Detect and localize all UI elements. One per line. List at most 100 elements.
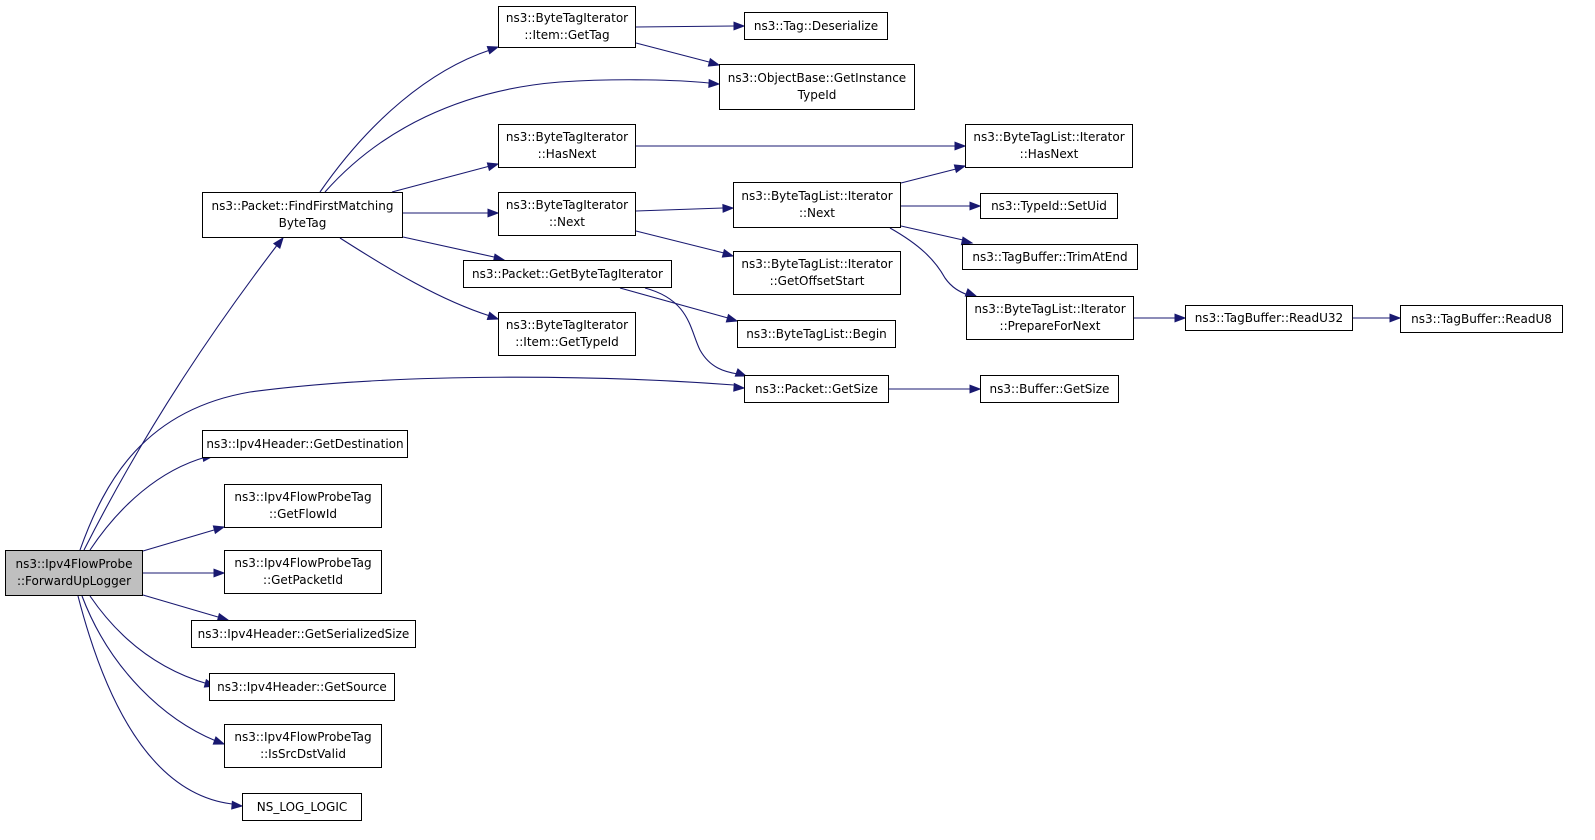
node-label-line: ns3::ByteTagIterator	[505, 198, 629, 212]
node-label-line: ns3::TagBuffer::ReadU32	[1194, 310, 1344, 325]
node-tb-readU32[interactable]: ns3::TagBuffer::ReadU32	[1185, 305, 1353, 331]
node-fpt-isSrcDst[interactable]: ns3::Ipv4FlowProbeTag::IsSrcDstValid	[224, 724, 382, 768]
edge-line	[635, 230, 725, 254]
node-label-line: ns3::Ipv4FlowProbe	[15, 557, 133, 571]
edge-tb_readU32-to-tb_readU8	[1353, 313, 1402, 323]
edge-line	[319, 49, 491, 193]
node-ns-log[interactable]: NS_LOG_LOGIC	[242, 793, 362, 821]
node-label-line: ::HasNext	[537, 147, 597, 161]
node-label-line: ::GetFlowId	[268, 507, 338, 521]
arrowhead	[212, 736, 226, 745]
node-label-line: ns3::Ipv4Header::GetDestination	[206, 436, 404, 451]
edge-line	[635, 42, 710, 63]
edge-root-to-ipv4_getSerSize	[142, 594, 230, 622]
arrowhead	[733, 21, 746, 31]
node-label-line: ::ForwardUpLogger	[16, 574, 132, 588]
arrowhead	[960, 236, 974, 246]
node-label-line: ns3::ByteTagList::Iterator	[741, 257, 893, 271]
node-btl-begin[interactable]: ns3::ByteTagList::Begin	[737, 320, 896, 348]
edge-pkt_getBTI-to-pkt_getSize	[644, 287, 748, 377]
edge-btl_next-to-btl_hasNext	[900, 164, 967, 184]
node-label-line: ::PrepareForNext	[999, 319, 1101, 333]
arrowhead	[969, 201, 982, 211]
arrowhead	[272, 236, 284, 250]
edge-bti_hasNext-to-btl_hasNext	[636, 141, 967, 151]
node-tag-deser[interactable]: ns3::Tag::Deserialize	[744, 12, 888, 40]
edge-line	[142, 594, 219, 618]
edge-btl_next-to-typeid_setUid	[901, 201, 982, 211]
node-label-line: ns3::Ipv4FlowProbeTag	[234, 490, 372, 504]
edge-line	[142, 529, 215, 552]
edge-findFirst-to-objbase	[324, 78, 721, 193]
node-label-line: ::HasNext	[1019, 147, 1079, 161]
node-label-line: ns3::Ipv4Header::GetSerializedSize	[197, 626, 410, 641]
edge-line	[644, 287, 739, 375]
node-buf-getSize[interactable]: ns3::Buffer::GetSize	[980, 375, 1119, 403]
node-label-line: ns3::TagBuffer::ReadU8	[1411, 311, 1552, 326]
node-label-line: ::Next	[798, 206, 836, 220]
edge-root-to-ns_log	[77, 595, 244, 810]
node-ipv4-getSource[interactable]: ns3::Ipv4Header::GetSource	[209, 673, 395, 701]
node-bti-getTypeId[interactable]: ns3::ByteTagIterator::Item::GetTypeId	[498, 312, 636, 356]
edge-pkt_getBTI-to-btl_begin	[619, 287, 739, 323]
node-pkt-getSize[interactable]: ns3::Packet::GetSize	[744, 375, 889, 403]
node-btl-next[interactable]: ns3::ByteTagList::Iterator::Next	[733, 182, 901, 228]
arrowhead	[969, 384, 982, 394]
arrowhead	[1174, 313, 1187, 323]
edge-root-to-pkt_getSize	[79, 376, 746, 551]
edge-bti_next-to-btl_getOffset	[635, 230, 735, 258]
node-pkt-getBTI[interactable]: ns3::Packet::GetByteTagIterator	[463, 260, 672, 288]
arrowhead	[708, 78, 721, 88]
edge-line	[79, 376, 735, 551]
edge-line	[635, 25, 735, 28]
node-bti-getTag[interactable]: ns3::ByteTagIterator::Item::GetTag	[498, 6, 636, 48]
node-label-line: ::Item::GetTypeId	[515, 335, 619, 349]
node-bti-next[interactable]: ns3::ByteTagIterator::Next	[498, 192, 636, 236]
arrowhead	[212, 525, 226, 535]
edge-findFirst-to-bti_getTag	[319, 45, 500, 193]
node-btl-hasNext[interactable]: ns3::ByteTagList::Iterator::HasNext	[965, 124, 1133, 168]
edge-root-to-findFirst	[83, 236, 284, 551]
edge-findFirst-to-bti_getTypeId	[339, 237, 500, 321]
node-bti-hasNext[interactable]: ns3::ByteTagIterator::HasNext	[498, 124, 636, 168]
node-label-line: ns3::ByteTagList::Begin	[746, 326, 887, 341]
edge-line	[900, 225, 964, 241]
edge-line	[89, 595, 209, 685]
edge-root-to-fpt_isSrcDst	[81, 595, 226, 745]
node-label-line: ns3::ByteTagList::Iterator	[741, 189, 893, 203]
node-tb-readU8[interactable]: ns3::TagBuffer::ReadU8	[1400, 305, 1563, 333]
node-tb-trim[interactable]: ns3::TagBuffer::TrimAtEnd	[962, 244, 1138, 270]
edge-btl_next-to-tb_trim	[900, 225, 974, 246]
node-label-line: ns3::Packet::FindFirstMatching	[211, 199, 394, 213]
node-label-line: ::Item::GetTag	[524, 28, 610, 42]
edge-root-to-fpt_getFlowId	[142, 525, 226, 552]
edge-line	[391, 165, 491, 193]
arrowhead	[725, 313, 739, 323]
node-label-line: ns3::Ipv4Header::GetSource	[217, 679, 387, 694]
node-btl-prepare[interactable]: ns3::ByteTagList::Iterator::PrepareForNe…	[966, 296, 1134, 340]
node-label-line: ns3::Buffer::GetSize	[989, 381, 1110, 396]
arrowhead	[733, 382, 746, 392]
node-label-line: ns3::Packet::GetByteTagIterator	[472, 266, 663, 281]
arrowhead	[954, 141, 967, 151]
node-label-line: ::GetPacketId	[263, 573, 343, 587]
arrowhead	[722, 203, 735, 213]
node-label-line: ns3::Tag::Deserialize	[753, 18, 879, 33]
node-label-line: ::IsSrcDstValid	[260, 747, 346, 761]
edge-line	[81, 595, 217, 742]
node-label-line: ns3::TypeId::SetUid	[991, 198, 1107, 213]
node-label-line: NS_LOG_LOGIC	[256, 799, 348, 814]
edge-findFirst-to-bti_next	[403, 208, 500, 218]
node-fpt-getPacketId[interactable]: ns3::Ipv4FlowProbeTag::GetPacketId	[224, 550, 382, 594]
node-label-line: ns3::Ipv4FlowProbeTag	[234, 556, 372, 570]
edge-line	[339, 237, 491, 317]
node-typeid-setUid[interactable]: ns3::TypeId::SetUid	[980, 193, 1118, 219]
node-ipv4-getSerSize[interactable]: ns3::Ipv4Header::GetSerializedSize	[191, 620, 416, 648]
node-label-line: ns3::ByteTagIterator	[505, 318, 629, 332]
node-ipv4-getDest[interactable]: ns3::Ipv4Header::GetDestination	[202, 430, 408, 458]
node-btl-getOffset[interactable]: ns3::ByteTagList::Iterator::GetOffsetSta…	[733, 251, 901, 295]
node-fpt-getFlowId[interactable]: ns3::Ipv4FlowProbeTag::GetFlowId	[224, 484, 382, 528]
